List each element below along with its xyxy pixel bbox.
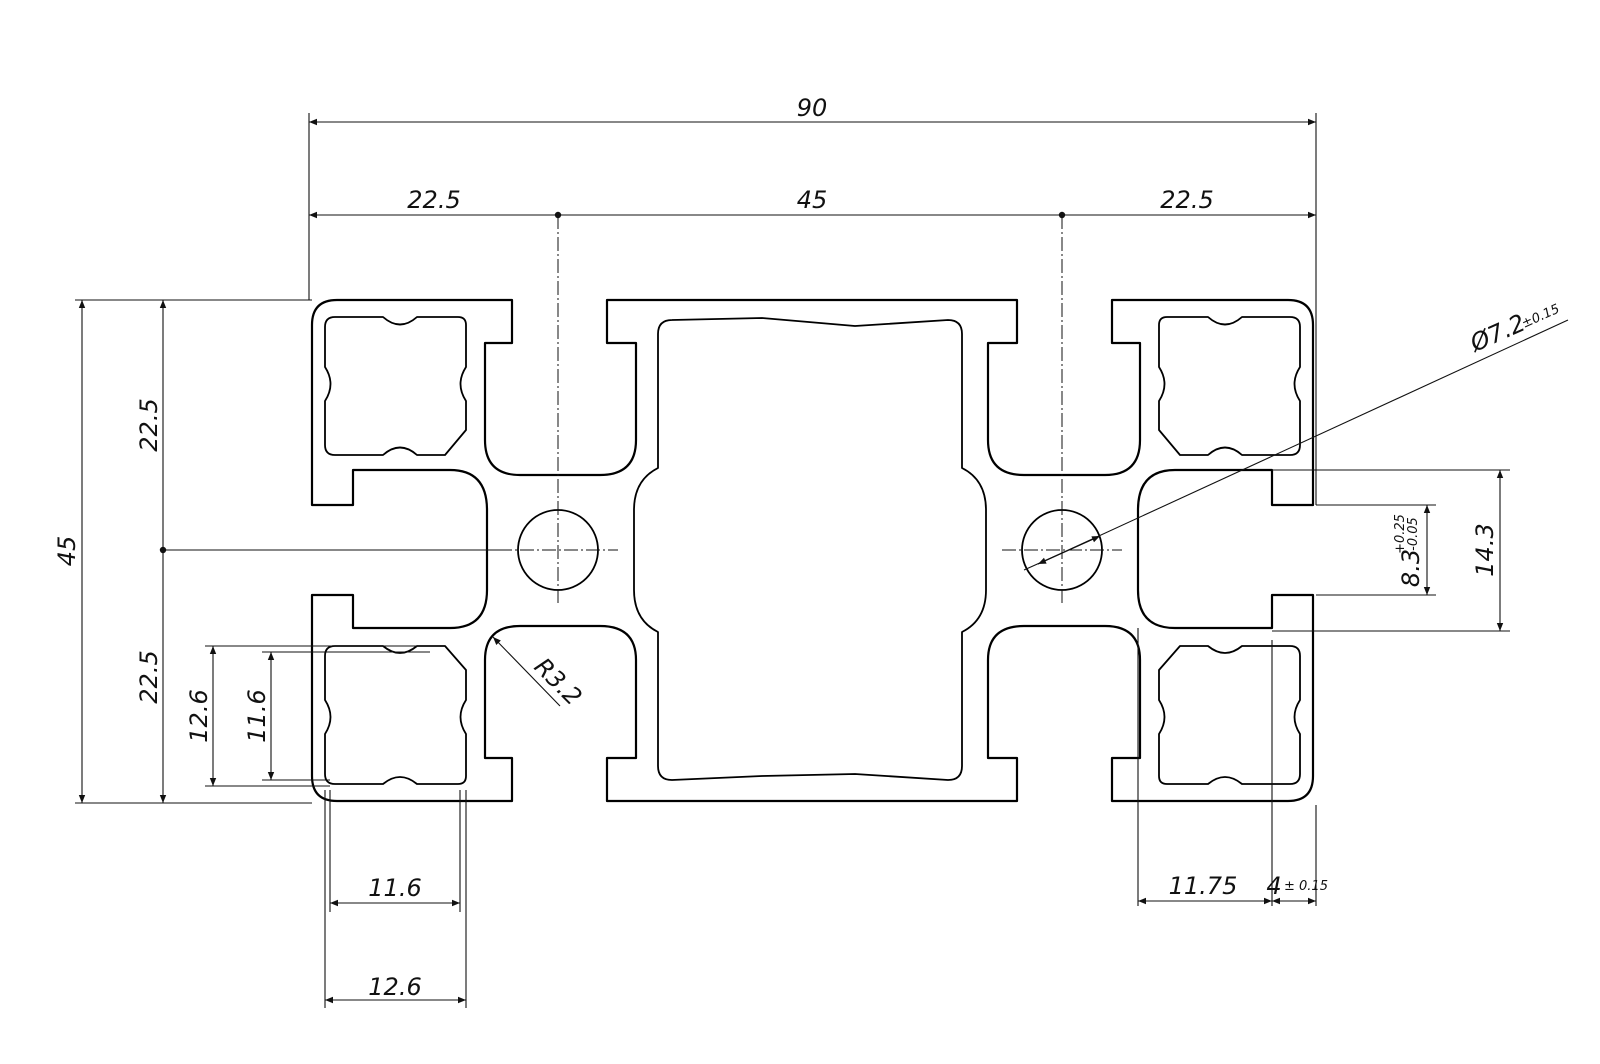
center-lines — [498, 215, 1122, 604]
dim-center-span: 45 — [797, 186, 828, 214]
dim-hole-tolerance: ±0.15 — [1520, 302, 1563, 332]
dim-slot-width: 14.3 — [1471, 523, 1499, 576]
dim-wall: 4 — [1266, 872, 1281, 900]
profile-outline — [310, 298, 1315, 803]
pocket-left-lower — [324, 645, 467, 785]
dim-slot-outer-horizontal: 12.6 — [368, 973, 421, 1001]
dim-slot-inner-vertical: 11.6 — [243, 689, 271, 742]
dim-slot-neck: 8.3 — [1397, 549, 1425, 587]
left-upper-cell — [310, 298, 1315, 803]
dim-upper-half: 22.5 — [135, 398, 163, 451]
dim-wall-tolerance: ± 0.15 — [1284, 879, 1328, 894]
dim-hole-diameter: Ø7.2 — [1465, 309, 1529, 358]
dim-right-half: 22.5 — [1160, 186, 1213, 214]
pocket-left-upper — [324, 316, 467, 456]
pocket-right-upper — [1158, 316, 1301, 456]
central-cavity — [633, 317, 987, 781]
dim-slot-neck-tol-lower: -0.05 — [1406, 517, 1421, 551]
dim-overall-width: 90 — [797, 94, 828, 122]
pocket-right-lower — [1158, 645, 1301, 785]
dimension-labels: 90 22.5 45 22.5 45 22.5 22.5 12.6 11.6 1… — [53, 94, 1562, 1001]
dim-left-half: 22.5 — [407, 186, 460, 214]
dim-lower-half: 22.5 — [135, 650, 163, 703]
dim-fillet-radius: R3.2 — [529, 652, 588, 711]
dim-overall-height: 45 — [53, 536, 81, 567]
dim-slot-opening: 11.75 — [1169, 872, 1238, 900]
dim-slot-neck-tol-upper: +0.25 — [1393, 514, 1408, 554]
dim-slot-outer-vertical: 12.6 — [185, 689, 213, 742]
dim-slot-inner-horizontal: 11.6 — [368, 874, 421, 902]
dimension-lines — [75, 113, 1569, 1008]
